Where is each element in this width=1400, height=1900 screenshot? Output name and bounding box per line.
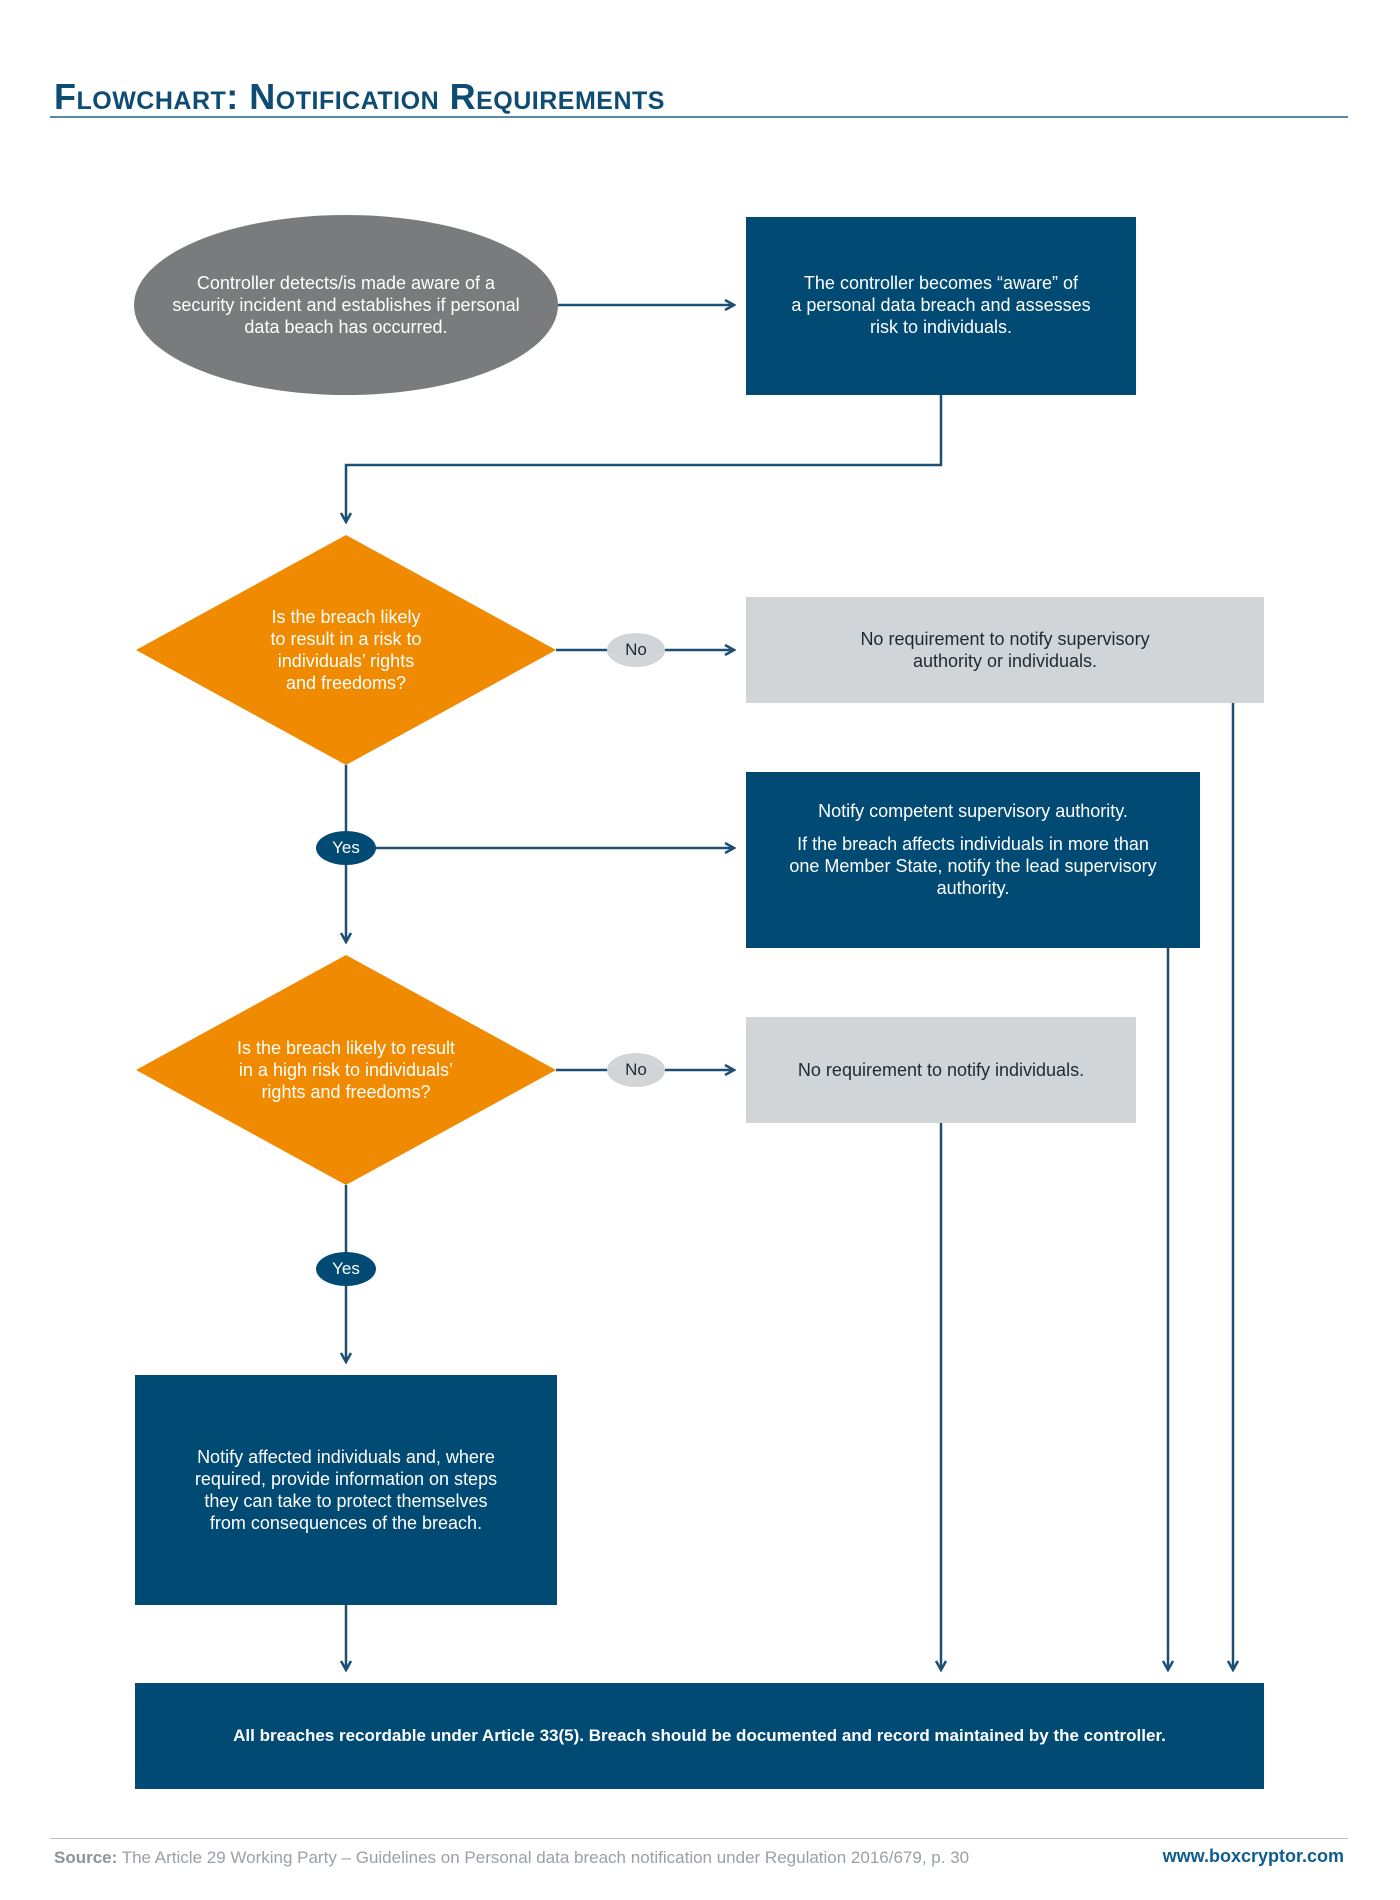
- yes-pill-2: [316, 1252, 376, 1286]
- aware-box: [746, 217, 1136, 395]
- no-notify-individuals-box: [746, 1017, 1136, 1123]
- source-citation: Source: The Article 29 Working Party – G…: [54, 1848, 969, 1868]
- start-text: Controller detects/is made aware of a se…: [172, 273, 520, 337]
- no-notify-individuals-text: No requirement to notify individuals.: [797, 1060, 1085, 1080]
- no-pill-2: [607, 1053, 665, 1087]
- no-notify-all-text: No requirement to notify supervisory aut…: [860, 629, 1150, 671]
- title-divider: [50, 116, 1348, 118]
- footer-divider: [50, 1838, 1348, 1839]
- notify-authority-box: [746, 772, 1200, 948]
- notify-authority-line2: If the breach affects individuals in mor…: [789, 834, 1157, 898]
- record-text: All breaches recordable under Article 33…: [233, 1726, 1166, 1745]
- yes-label-2: Yes: [332, 1259, 360, 1278]
- start-ellipse: [134, 215, 558, 395]
- no-pill-1: [607, 633, 665, 667]
- notify-individuals-text: Notify affected individuals and, where r…: [194, 1447, 498, 1533]
- aware-text: The controller becomes “aware” of a pers…: [791, 273, 1091, 337]
- decision2-text: Is the breach likely to result in a high…: [236, 1038, 456, 1102]
- no-notify-all-box: [746, 597, 1264, 703]
- notify-authority-text: Notify competent supervisory authority. …: [756, 800, 1190, 899]
- notify-authority-line1: Notify competent supervisory authority.: [818, 801, 1128, 821]
- website-link[interactable]: www.boxcryptor.com: [1162, 1846, 1344, 1866]
- yes-label-1: Yes: [332, 838, 360, 857]
- no-label-2: No: [625, 1060, 647, 1079]
- decision1-diamond: [136, 535, 556, 765]
- decision2-diamond: [136, 955, 556, 1185]
- page-title: Flowchart: Notification Requirements: [54, 76, 665, 117]
- record-box: [135, 1683, 1264, 1789]
- no-label-1: No: [625, 640, 647, 659]
- decision1-text: Is the breach likely to result in a risk…: [270, 607, 422, 693]
- yes-pill-1: [316, 831, 376, 865]
- notify-individuals-box: [135, 1375, 557, 1605]
- source-label: Source:: [54, 1848, 118, 1867]
- source-text: The Article 29 Working Party – Guideline…: [117, 1848, 970, 1867]
- arrow-aware-to-decision1: [346, 395, 943, 522]
